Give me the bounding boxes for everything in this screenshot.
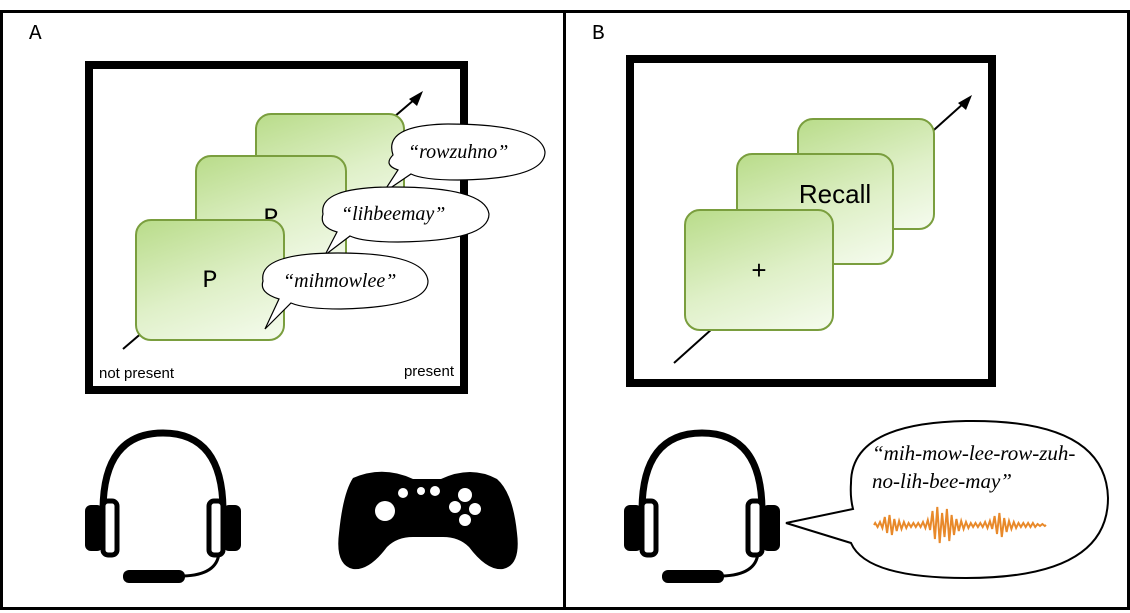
speech-bubbles: “rowzuhno” “lihbeemay” “mihmowlee” <box>261 123 546 330</box>
bubble-rowzuhno-text: “rowzuhno” <box>408 141 508 163</box>
panel-a: A P P “rowzuhno” “lihbeemay” <box>0 10 566 610</box>
gamepad-icon <box>338 471 518 570</box>
stimulus-screen-b: Recall + <box>626 55 996 387</box>
speech-line-1: “mih-mow-lee-row-zuh- <box>872 441 1076 465</box>
bubble-mihmowlee-text: “mihmowlee” <box>283 270 396 292</box>
bubble-rowzuhno: “rowzuhno” <box>382 123 546 194</box>
card-fixation: + <box>684 209 834 331</box>
speech-line-2: no-lih-bee-may” <box>872 469 1012 493</box>
stimulus-screen-a: P P “rowzuhno” “lihbeemay” “mihmowlee” n… <box>85 61 546 394</box>
headphones-icon-b <box>624 429 780 583</box>
waveform-path <box>873 506 1047 544</box>
bubble-lihbeemay: “lihbeemay” <box>321 186 490 256</box>
panel-letter-a: A <box>29 23 42 46</box>
bubble-lihbeemay-text: “lihbeemay” <box>341 203 445 225</box>
card-recall-label: Recall <box>798 178 872 209</box>
panel-b: B Recall + “mih-mow-lee-row-zuh- no-lih-… <box>563 10 1130 610</box>
card-fixation-label: + <box>751 254 767 285</box>
bubble-mihmowlee: “mihmowlee” <box>261 252 429 330</box>
headphones-icon <box>85 429 241 583</box>
waveform-icon <box>873 506 1047 544</box>
axis-label-not-present: not present <box>99 365 175 382</box>
speech-bubble-recall <box>785 419 1110 580</box>
card-front-label: P <box>202 265 218 295</box>
panel-letter-b: B <box>592 23 605 46</box>
axis-label-present: present <box>403 363 454 380</box>
